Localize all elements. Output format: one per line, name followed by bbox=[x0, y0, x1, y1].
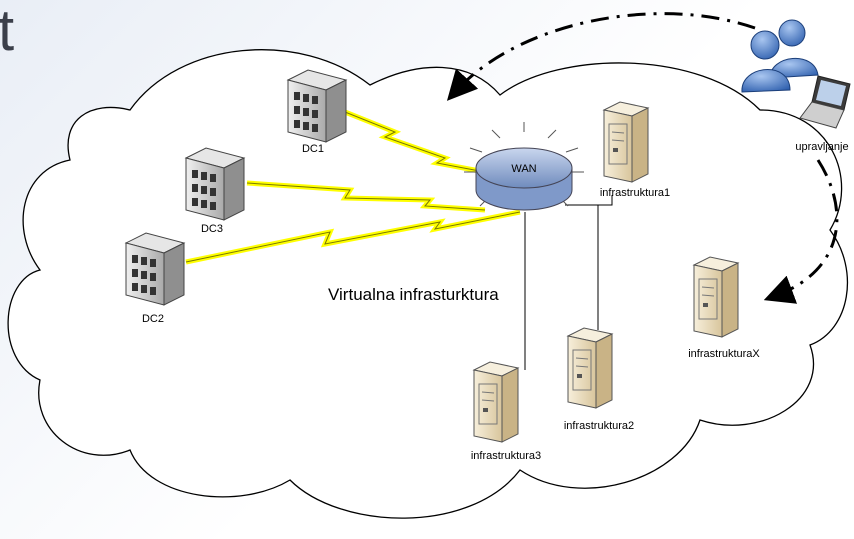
datacenter-dc3-icon bbox=[184, 147, 246, 221]
cloud-label: Virtualna infrasturktura bbox=[328, 285, 499, 304]
datacenter-label-dc2: DC2 bbox=[142, 313, 164, 325]
management-label: upravljanje bbox=[795, 141, 848, 153]
wan-hub-icon bbox=[464, 122, 584, 211]
datacenter-dc1-icon bbox=[286, 69, 348, 143]
server-infra3-icon bbox=[472, 361, 520, 443]
wan-hub-label: WAN bbox=[511, 163, 536, 175]
users-laptop-icon bbox=[741, 19, 851, 129]
server-label-infrax: infrastrukturaX bbox=[688, 348, 760, 360]
page-title-fragment: t bbox=[0, 0, 15, 63]
server-label-infra2: infrastruktura2 bbox=[564, 420, 634, 432]
server-label-infra3: infrastruktura3 bbox=[471, 450, 541, 462]
server-infra2-icon bbox=[566, 327, 614, 409]
datacenter-dc2-icon bbox=[124, 232, 186, 306]
management-arrow-to-infrax bbox=[763, 159, 839, 304]
server-infra1-icon bbox=[602, 101, 650, 183]
server-label-infra1: infrastruktura1 bbox=[600, 187, 670, 199]
datacenter-label-dc1: DC1 bbox=[302, 143, 324, 155]
management-arrow-to-cloud bbox=[446, 12, 756, 101]
server-infrax-icon bbox=[692, 256, 740, 338]
link-wan-infra1 bbox=[565, 195, 613, 206]
datacenter-label-dc3: DC3 bbox=[201, 223, 223, 235]
